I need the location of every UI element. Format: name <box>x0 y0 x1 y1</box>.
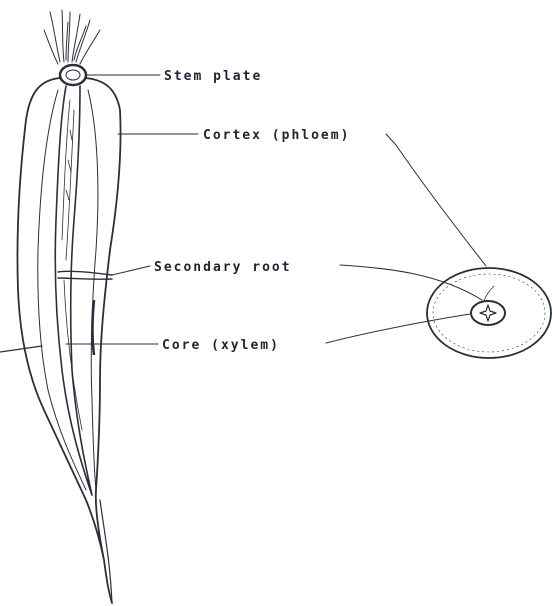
leaf-stubs <box>44 10 100 64</box>
leader-lines <box>66 75 486 344</box>
root-outer-outline <box>17 78 120 603</box>
side-rootlet <box>0 346 42 352</box>
secondary-root-branch <box>58 271 112 279</box>
stem-plate-shape <box>60 65 86 85</box>
cortex-shading-right <box>93 300 95 355</box>
label-cortex: Cortex (phloem) <box>203 128 350 143</box>
cross-section <box>427 268 551 358</box>
label-secondary-root: Secondary root <box>154 260 292 275</box>
cortex-inner-right <box>88 90 98 490</box>
core-xylem-shape <box>55 86 92 495</box>
leader-cortex-to-section <box>386 134 486 266</box>
leader-secondary-root-left <box>112 266 150 275</box>
label-stem-plate: Stem plate <box>164 69 262 84</box>
label-core: Core (xylem) <box>162 338 280 353</box>
